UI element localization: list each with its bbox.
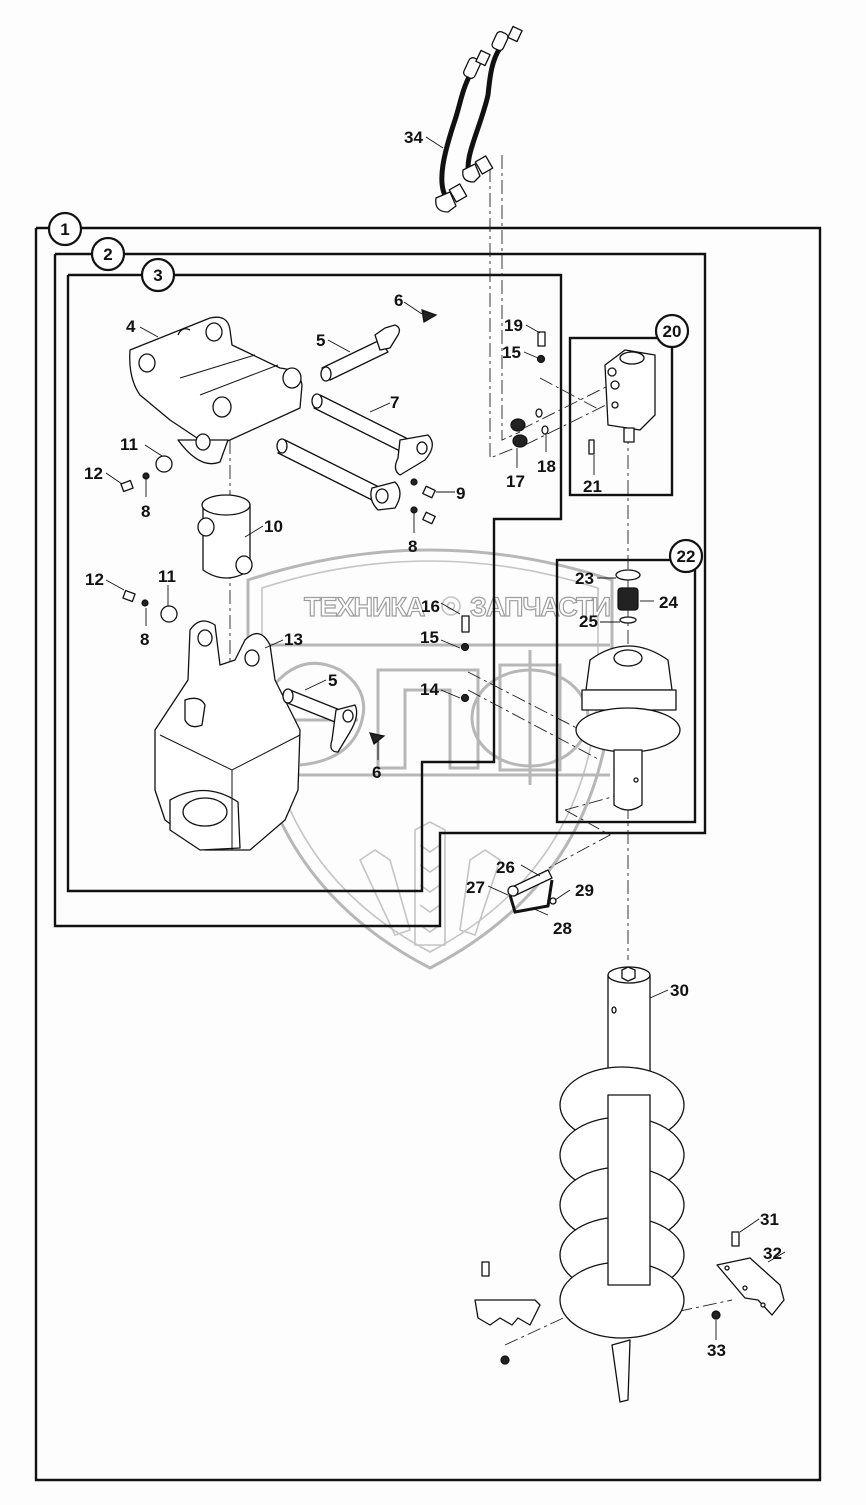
svg-text:2: 2 <box>103 245 112 264</box>
fasteners-middle <box>460 331 546 703</box>
svg-text:3: 3 <box>153 266 162 285</box>
callout-7[interactable]: 7 <box>390 393 399 412</box>
callout-11-top[interactable]: 11 <box>120 435 138 454</box>
callout-8-topleft[interactable]: 8 <box>141 502 150 521</box>
callout-23[interactable]: 23 <box>575 569 594 588</box>
part-grease-nipple-top <box>421 309 438 323</box>
callout-21[interactable]: 21 <box>583 477 602 496</box>
part-bushing-tube <box>197 494 253 579</box>
callout-32[interactable]: 32 <box>763 1244 782 1263</box>
assembly-badge-22[interactable]: 22 <box>668 538 704 574</box>
callout-11-lower[interactable]: 11 <box>158 567 176 586</box>
frame-group-20 <box>568 336 674 497</box>
assembly-guides <box>229 155 733 1346</box>
callout-18[interactable]: 18 <box>537 457 556 476</box>
part-hydraulic-motor <box>588 349 656 455</box>
auger-flights <box>559 1066 685 1339</box>
watermark-logo-letters <box>268 650 590 785</box>
callout-19[interactable]: 19 <box>504 316 523 335</box>
part-grease-nipple-lower <box>369 732 386 745</box>
callout-9[interactable]: 9 <box>456 484 465 503</box>
callout-6-top[interactable]: 6 <box>394 291 403 310</box>
svg-text:1: 1 <box>60 220 69 239</box>
callout-14[interactable]: 14 <box>420 680 439 699</box>
callout-10[interactable]: 10 <box>264 517 283 536</box>
callout-8-right[interactable]: 8 <box>408 537 417 556</box>
watermark-text-left: ТЕХНИКА <box>304 592 425 622</box>
frame-assembly-3 <box>66 273 563 893</box>
part-hanger-bracket <box>154 620 301 851</box>
frame-assembly-1 <box>34 226 822 1482</box>
callout-24[interactable]: 24 <box>659 593 678 612</box>
fasteners-upper <box>120 455 436 525</box>
callout-27[interactable]: 27 <box>466 878 485 897</box>
assembly-badge-3[interactable]: 3 <box>140 257 176 293</box>
frame-group-22 <box>555 558 697 824</box>
part-cutting-teeth <box>474 1231 785 1365</box>
assembly-badge-1[interactable]: 1 <box>47 211 83 247</box>
callout-15-middle[interactable]: 15 <box>420 628 439 647</box>
part-mounting-bracket <box>129 316 303 465</box>
fittings <box>510 408 549 448</box>
callout-17[interactable]: 17 <box>506 472 525 491</box>
callout-13[interactable]: 13 <box>284 630 303 649</box>
svg-text:20: 20 <box>663 322 682 341</box>
callout-34[interactable]: 34 <box>404 128 423 147</box>
watermark-shield <box>246 548 614 970</box>
callout-25[interactable]: 25 <box>579 612 598 631</box>
callout-30[interactable]: 30 <box>670 981 689 1000</box>
part-hoses <box>435 25 523 213</box>
callout-26[interactable]: 26 <box>496 858 515 877</box>
frame-assembly-2 <box>53 252 707 928</box>
callout-8-lower[interactable]: 8 <box>140 630 149 649</box>
callout-33[interactable]: 33 <box>707 1341 726 1360</box>
callout-16[interactable]: 16 <box>421 597 440 616</box>
callout-28[interactable]: 28 <box>553 919 572 938</box>
callout-6-lower[interactable]: 6 <box>372 763 381 782</box>
callout-5-top[interactable]: 5 <box>316 331 325 350</box>
part-gearbox <box>575 569 681 811</box>
callout-31[interactable]: 31 <box>760 1210 779 1229</box>
callout-4[interactable]: 4 <box>126 317 136 336</box>
assembly-badge-2[interactable]: 2 <box>90 236 126 272</box>
part-pin-lower <box>282 688 358 753</box>
svg-text:22: 22 <box>677 547 696 566</box>
callout-labels: 34 6 4 5 7 19 15 11 12 8 9 8 10 17 18 21… <box>84 128 782 1360</box>
callout-29[interactable]: 29 <box>575 881 594 900</box>
part-auger <box>559 966 685 1403</box>
gear-icon <box>441 596 461 616</box>
fasteners-lower <box>122 589 178 623</box>
part-pin-chain <box>507 869 557 914</box>
callout-5-lower[interactable]: 5 <box>328 671 337 690</box>
callout-12-lower[interactable]: 12 <box>85 570 104 589</box>
callout-12-top[interactable]: 12 <box>84 464 103 483</box>
leader-lines <box>105 136 786 1340</box>
callout-15-top[interactable]: 15 <box>502 343 521 362</box>
assembly-badge-20[interactable]: 20 <box>654 313 690 349</box>
part-pins-upper <box>276 324 433 511</box>
